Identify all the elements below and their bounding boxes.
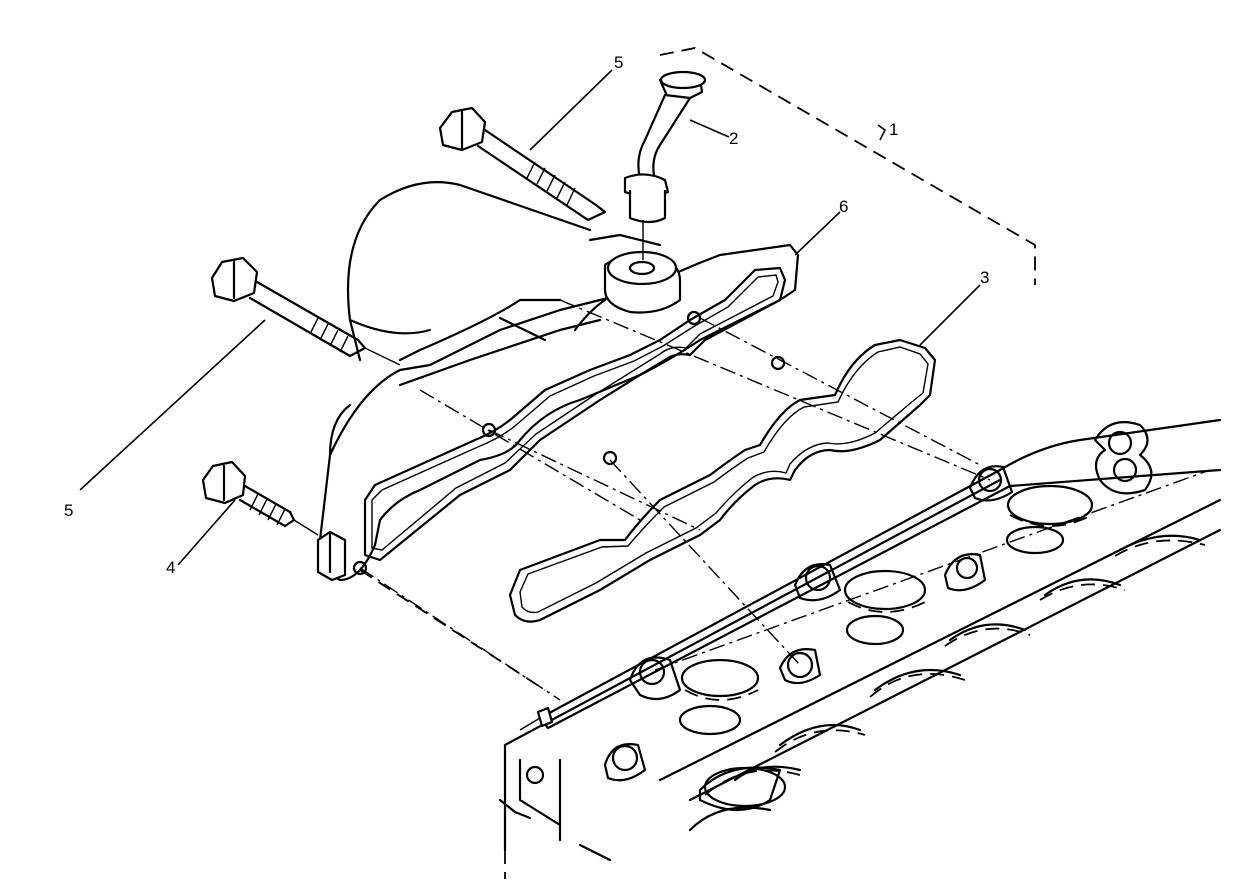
- leader-lines: [79, 69, 981, 566]
- alignment-lines: [359, 47, 1036, 701]
- callout-5-top: 5: [614, 53, 623, 72]
- intake-cover: [316, 181, 800, 582]
- callouts: 1 2 3 4 5 5 6: [64, 53, 989, 577]
- breather-tube: [623, 70, 707, 260]
- head-bolt-bosses: [525, 421, 1153, 785]
- callout-5-left: 5: [64, 501, 73, 520]
- gasket: [508, 338, 937, 623]
- callout-4: 4: [166, 558, 175, 577]
- bolt-lower: [201, 460, 319, 536]
- callout-6: 6: [839, 197, 848, 216]
- callout-3: 3: [980, 268, 989, 287]
- head-ports: [678, 484, 1206, 832]
- cylinder-head: [498, 418, 1222, 879]
- callout-1: 1: [889, 120, 898, 139]
- bolt-upper: [438, 106, 607, 222]
- callout-2: 2: [729, 129, 738, 148]
- bolt-middle: [210, 256, 401, 366]
